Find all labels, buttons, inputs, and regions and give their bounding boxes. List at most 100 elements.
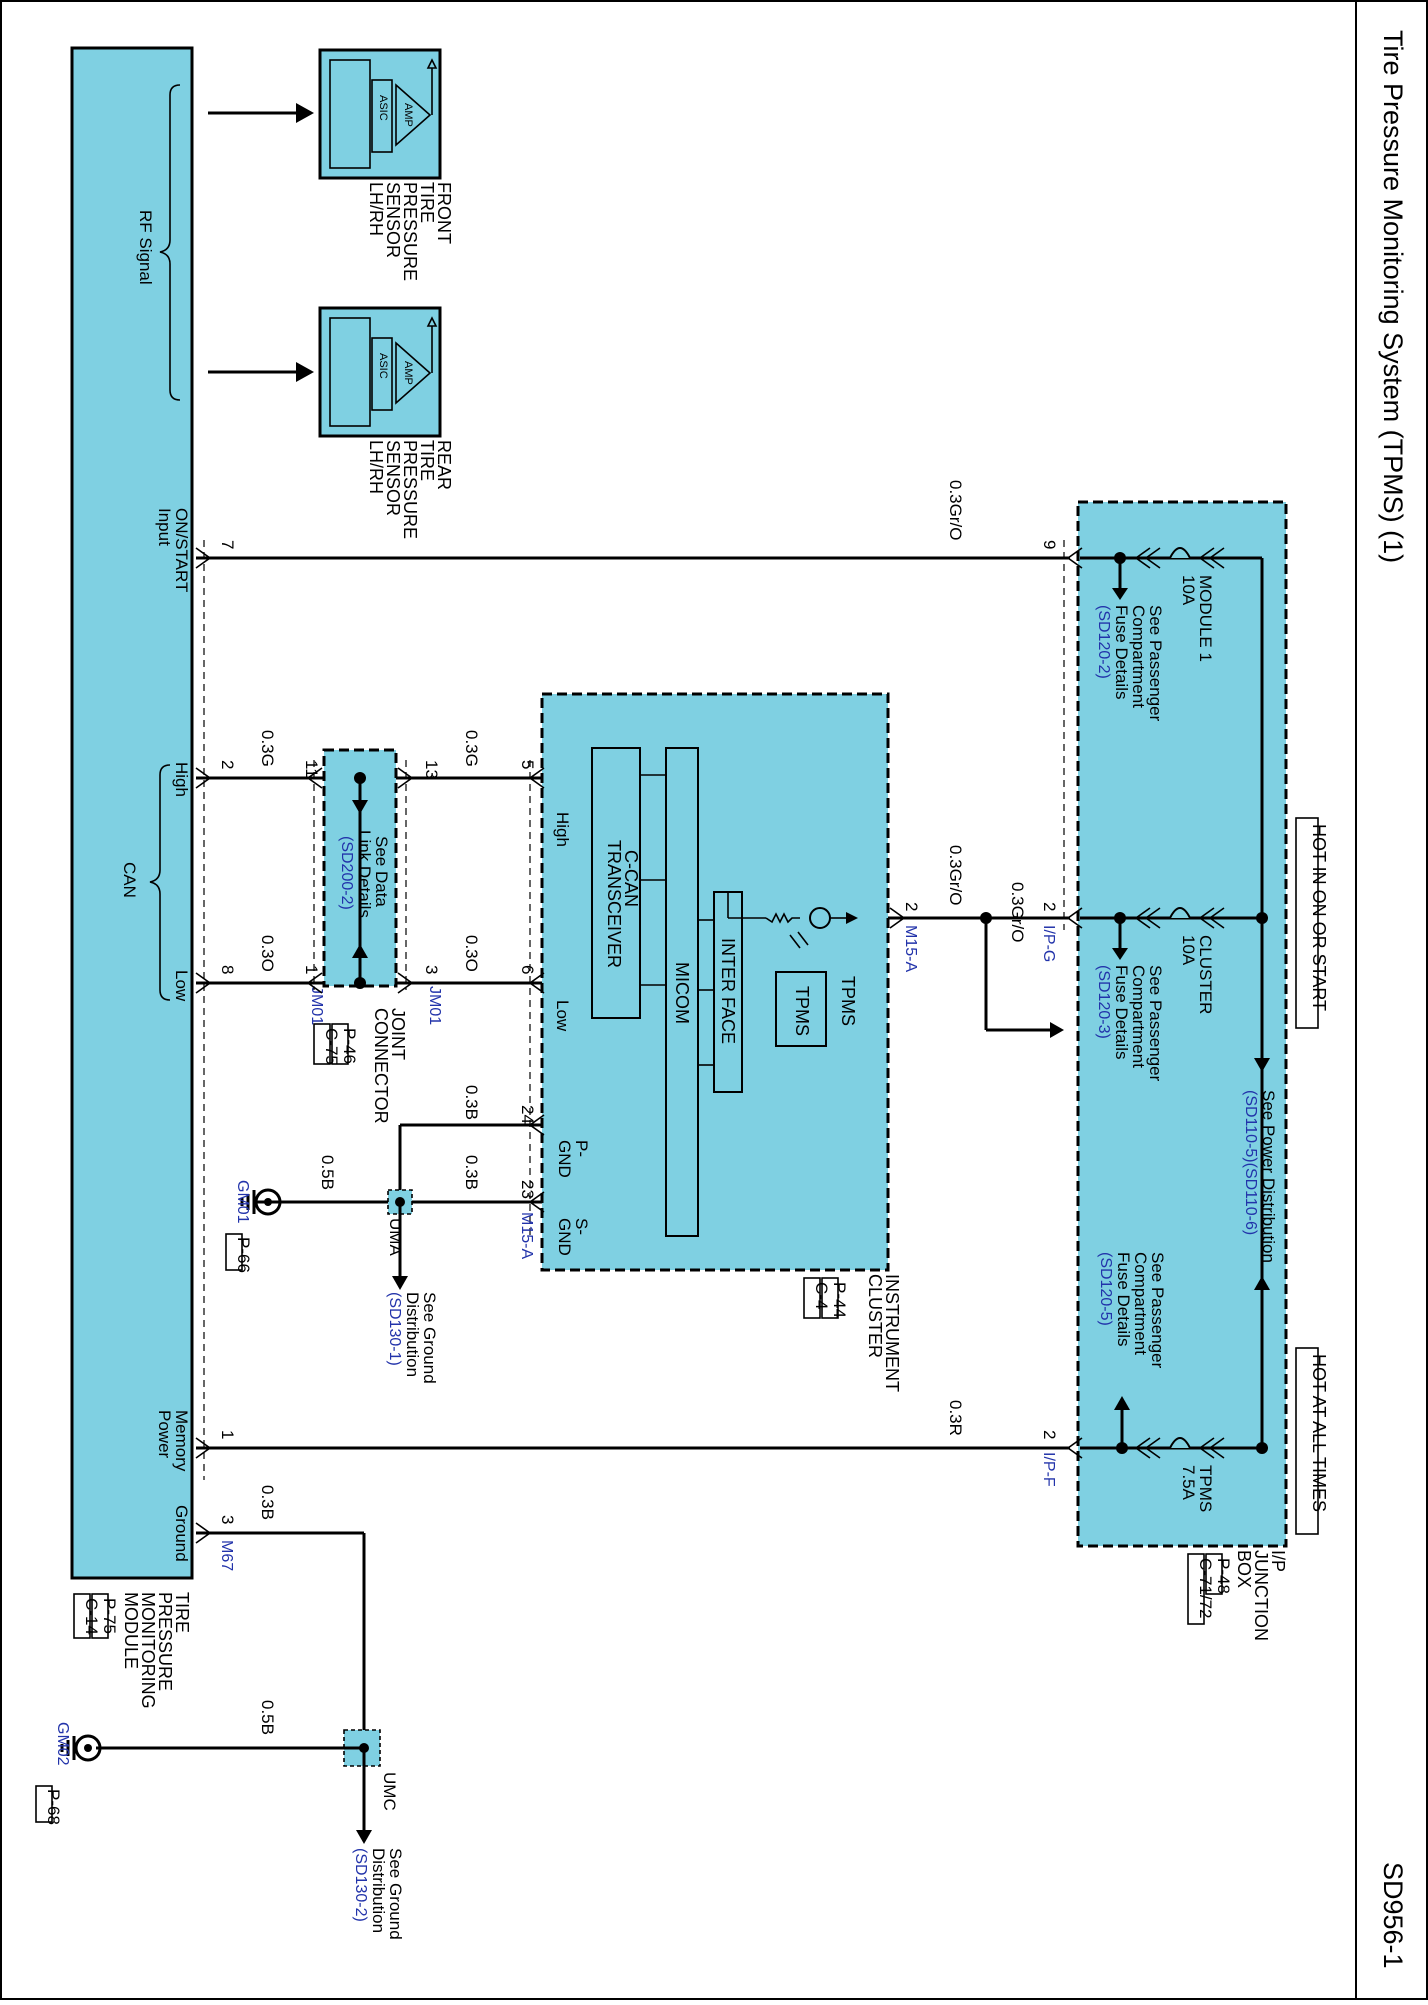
rf-signal-label: RF Signal — [136, 210, 155, 285]
joint-conn-ref: C-75 — [322, 1028, 341, 1065]
svg-text:AMP: AMP — [402, 103, 414, 127]
svg-text:TPMS: TPMS — [792, 986, 812, 1036]
svg-text:TRANSCEIVER: TRANSCEIVER — [604, 840, 624, 968]
conn-ipg: I/P-G — [1040, 925, 1057, 962]
cluster-conn-m15a-bottom: M15-A — [518, 1212, 535, 1259]
ref-sd200-2[interactable]: (SD200-2) — [338, 836, 355, 910]
svg-text:P-: P- — [572, 1140, 591, 1157]
svg-text:0.3B: 0.3B — [258, 1485, 277, 1520]
svg-text:Fuse Details: Fuse Details — [1114, 1252, 1133, 1346]
svg-text:Compartment: Compartment — [1131, 1252, 1150, 1355]
svg-text:TIRE: TIRE — [172, 1592, 192, 1633]
tpms-module-label: TIRE PRESSURE MONITORING MODULE — [121, 1592, 192, 1709]
svg-text:GND: GND — [555, 1218, 574, 1256]
front-tire-sensor-label: FRONT TIRE PRESSURE SENSOR LH/RH — [366, 182, 454, 281]
svg-text:23: 23 — [518, 1180, 537, 1199]
svg-text:5: 5 — [518, 760, 537, 769]
tpms-module-page-ref: P-75 — [100, 1598, 119, 1634]
can-brace — [149, 764, 171, 1001]
svg-text:INTER FACE: INTER FACE — [718, 938, 738, 1044]
rf-arrow-front — [296, 103, 314, 123]
ref-sd110[interactable]: (SD110-5)(SD110-6) — [1242, 1090, 1259, 1235]
svg-text:S-: S- — [572, 1218, 591, 1235]
front-tire-sensor: ASIC AMP — [318, 48, 442, 180]
memory-power-label-2: Power — [155, 1410, 174, 1459]
svg-text:See Passenger: See Passenger — [1148, 1252, 1167, 1369]
svg-text:7: 7 — [218, 540, 237, 549]
svg-text:INSTRUMENT: INSTRUMENT — [882, 1274, 902, 1392]
ref-sd120-3[interactable]: (SD120-3) — [1095, 965, 1112, 1039]
svg-text:See Passenger: See Passenger — [1146, 605, 1165, 722]
svg-text:ASIC: ASIC — [377, 353, 389, 379]
svg-text:0.3Gr/O: 0.3Gr/O — [946, 845, 965, 905]
tpms-indicator-box — [775, 971, 827, 1047]
svg-text:I/P: I/P — [1268, 1550, 1288, 1572]
page-code: SD956-1 — [1378, 1862, 1408, 1969]
svg-text:ASIC: ASIC — [377, 95, 389, 121]
svg-text:PRESSURE: PRESSURE — [155, 1592, 175, 1691]
fuse-module1-label-1: MODULE 1 — [1196, 575, 1215, 662]
svg-text:24: 24 — [518, 1105, 537, 1124]
can-low-label: Low — [172, 970, 191, 1002]
svg-text:9: 9 — [1040, 540, 1059, 549]
tpms-lamp-label: TPMS — [838, 976, 858, 1026]
svg-text:1: 1 — [218, 1430, 237, 1439]
ground-label: Ground — [172, 1505, 191, 1562]
conn-ipf: I/P-F — [1040, 1452, 1057, 1487]
junction-box-page-ref: P-48 — [1214, 1558, 1233, 1594]
tpms-module-conn-ref: C-14 — [82, 1598, 101, 1635]
svg-text:0.3G: 0.3G — [462, 730, 481, 767]
svg-text:LH/RH: LH/RH — [366, 440, 386, 494]
fuse-module1-label-2: 10A — [1179, 575, 1198, 606]
svg-text:See Ground: See Ground — [420, 1292, 439, 1384]
svg-text:JOINT: JOINT — [388, 1008, 408, 1060]
gm02-label: GM02 — [54, 1722, 71, 1766]
svg-text:2: 2 — [1040, 1430, 1059, 1439]
svg-text:SENSOR: SENSOR — [383, 182, 403, 258]
svg-text:PRESSURE: PRESSURE — [400, 440, 420, 539]
junction-box-label: I/P JUNCTION BOX — [1234, 1550, 1288, 1641]
svg-text:C-CAN: C-CAN — [621, 850, 641, 907]
ref-sd120-2[interactable]: (SD120-2) — [1095, 605, 1112, 679]
cluster-low-label: Low — [553, 1000, 572, 1032]
cluster-conn-ref: C-4 — [812, 1282, 831, 1309]
svg-text:GND: GND — [555, 1140, 574, 1178]
ref-sd120-5[interactable]: (SD120-5) — [1097, 1252, 1114, 1326]
svg-text:MONITORING: MONITORING — [138, 1592, 158, 1709]
can-transceiver-block — [591, 747, 641, 1019]
fuse-cluster-label-2: 10A — [1179, 935, 1198, 966]
svg-text:2: 2 — [902, 902, 921, 911]
ref-sd130-2[interactable]: (SD130-2) — [352, 1848, 369, 1922]
svg-text:MODULE: MODULE — [121, 1592, 141, 1669]
svg-text:CLUSTER: CLUSTER — [865, 1274, 885, 1358]
svg-text:PRESSURE: PRESSURE — [400, 182, 420, 281]
ref-sd130-1[interactable]: (SD130-1) — [386, 1292, 403, 1366]
on-start-label-1: ON/START — [172, 508, 191, 592]
svg-text:0.3Gr/O: 0.3Gr/O — [946, 480, 965, 540]
svg-text:Compartment: Compartment — [1129, 605, 1148, 708]
svg-text:0.3R: 0.3R — [946, 1400, 965, 1436]
svg-text:0.3G: 0.3G — [258, 730, 277, 767]
junction-box-block — [1076, 500, 1288, 1548]
rf-signal-brace — [159, 84, 181, 401]
svg-text:See Power Distribution: See Power Distribution — [1259, 1090, 1278, 1263]
joint-page-ref: P-46 — [340, 1028, 359, 1064]
gm02-page-ref: P-68 — [44, 1789, 63, 1825]
cluster-page-ref: P-44 — [830, 1282, 849, 1318]
hot-on-start-badge: HOT IN ON OR START — [1309, 824, 1329, 1011]
svg-text:CONNECTOR: CONNECTOR — [371, 1008, 391, 1124]
svg-text:Distribution: Distribution — [369, 1848, 388, 1933]
svg-text:AMP: AMP — [402, 361, 414, 385]
gm01-label: GM01 — [234, 1180, 251, 1224]
rear-tire-sensor: ASIC AMP — [318, 306, 442, 438]
fuse-tpms-label-2: 7.5A — [1179, 1465, 1198, 1501]
svg-text:3: 3 — [218, 1515, 237, 1524]
svg-text:0.5B: 0.5B — [258, 1700, 277, 1735]
interface-block — [713, 891, 743, 1093]
svg-text:11: 11 — [302, 760, 321, 778]
gm01-ground-icon — [254, 1188, 282, 1216]
fuse-cluster-label-1: CLUSTER — [1196, 935, 1215, 1014]
module-conn-m67: M67 — [218, 1540, 235, 1571]
rear-tire-sensor-label: REAR TIRE PRESSURE SENSOR LH/RH — [366, 440, 454, 539]
cluster-conn-m15a-top: M15-A — [902, 925, 919, 972]
